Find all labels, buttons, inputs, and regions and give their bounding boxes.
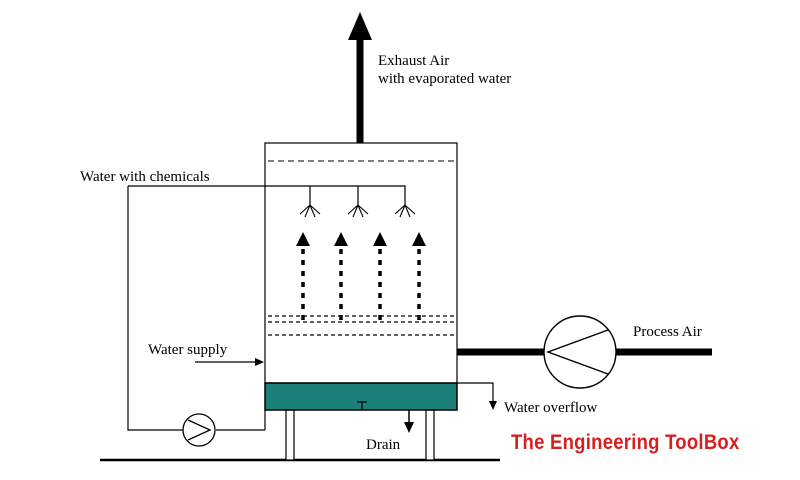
drain-arrow-icon bbox=[404, 422, 414, 433]
exhaust-air-sublabel: with evaporated water bbox=[378, 71, 512, 87]
exhaust-air-label: Exhaust Air bbox=[378, 53, 450, 69]
process-air-label: Process Air bbox=[633, 324, 702, 340]
tower-leg-right bbox=[425, 409, 435, 461]
water-chemicals-label: Water with chemicals bbox=[80, 169, 210, 185]
recirculation-pipe bbox=[127, 186, 183, 431]
fan-icon bbox=[543, 315, 617, 389]
tower-body bbox=[264, 142, 458, 384]
water-supply-label: Water supply bbox=[148, 342, 228, 358]
drain-label: Drain bbox=[366, 437, 401, 453]
overflow-arrow-icon bbox=[489, 401, 497, 410]
tower-leg-left bbox=[285, 409, 295, 461]
water-supply-arrow-icon bbox=[255, 358, 264, 366]
basin-water bbox=[264, 382, 458, 411]
overflow-pipe bbox=[457, 382, 494, 402]
brand-logo: The Engineering ToolBox bbox=[511, 431, 740, 454]
air-flow-arrows bbox=[296, 232, 426, 320]
spray-header-pipe bbox=[128, 185, 406, 205]
exhaust-arrow-icon bbox=[348, 12, 372, 40]
spray-nozzle-icon bbox=[299, 204, 416, 218]
pump-icon bbox=[182, 413, 216, 447]
water-overflow-label: Water overflow bbox=[504, 400, 598, 416]
